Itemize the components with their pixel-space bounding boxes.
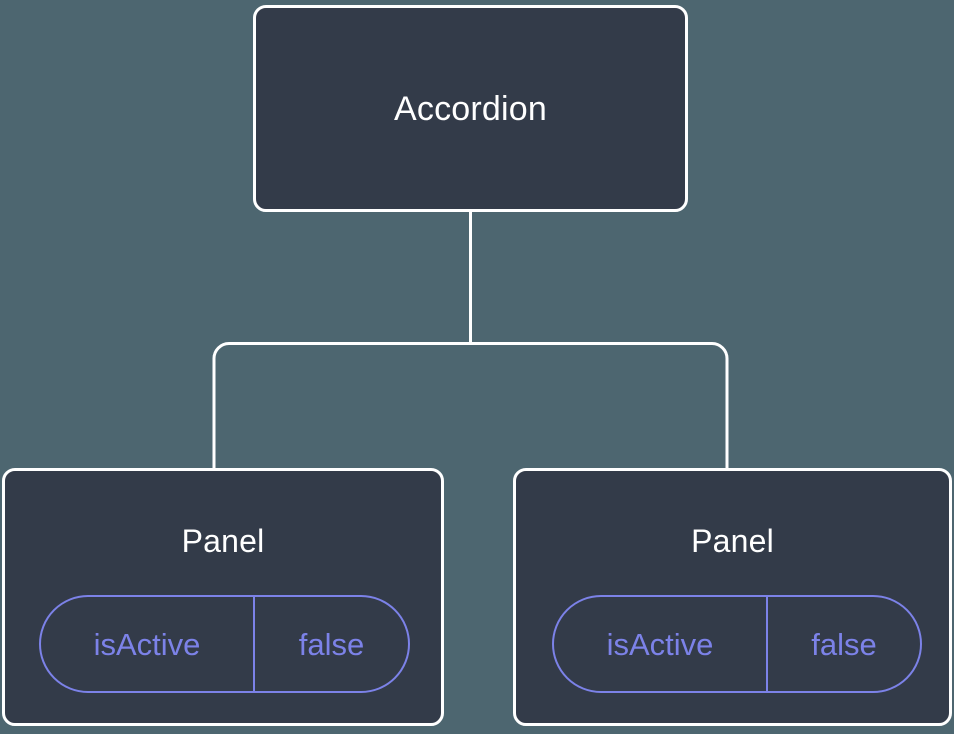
state-badge-panel-right[interactable]: isActive false	[552, 595, 922, 693]
state-badge-value: false	[298, 626, 365, 662]
node-panel-right-title: Panel	[691, 523, 774, 559]
state-badge-key: isActive	[41, 597, 255, 691]
state-badge-panel-left[interactable]: isActive false	[39, 595, 410, 693]
node-panel-left[interactable]: Panel isActive false	[2, 468, 444, 726]
state-badge-key: isActive	[554, 597, 768, 691]
node-accordion[interactable]: Accordion	[253, 5, 688, 212]
connector-edge-to-right-panel	[470, 342, 729, 470]
state-badge-value: false	[811, 626, 877, 662]
connector-edge-to-left-panel	[212, 342, 471, 470]
node-panel-left-title: Panel	[181, 523, 265, 559]
node-accordion-title: Accordion	[394, 89, 547, 128]
node-panel-right[interactable]: Panel isActive false	[513, 468, 952, 726]
